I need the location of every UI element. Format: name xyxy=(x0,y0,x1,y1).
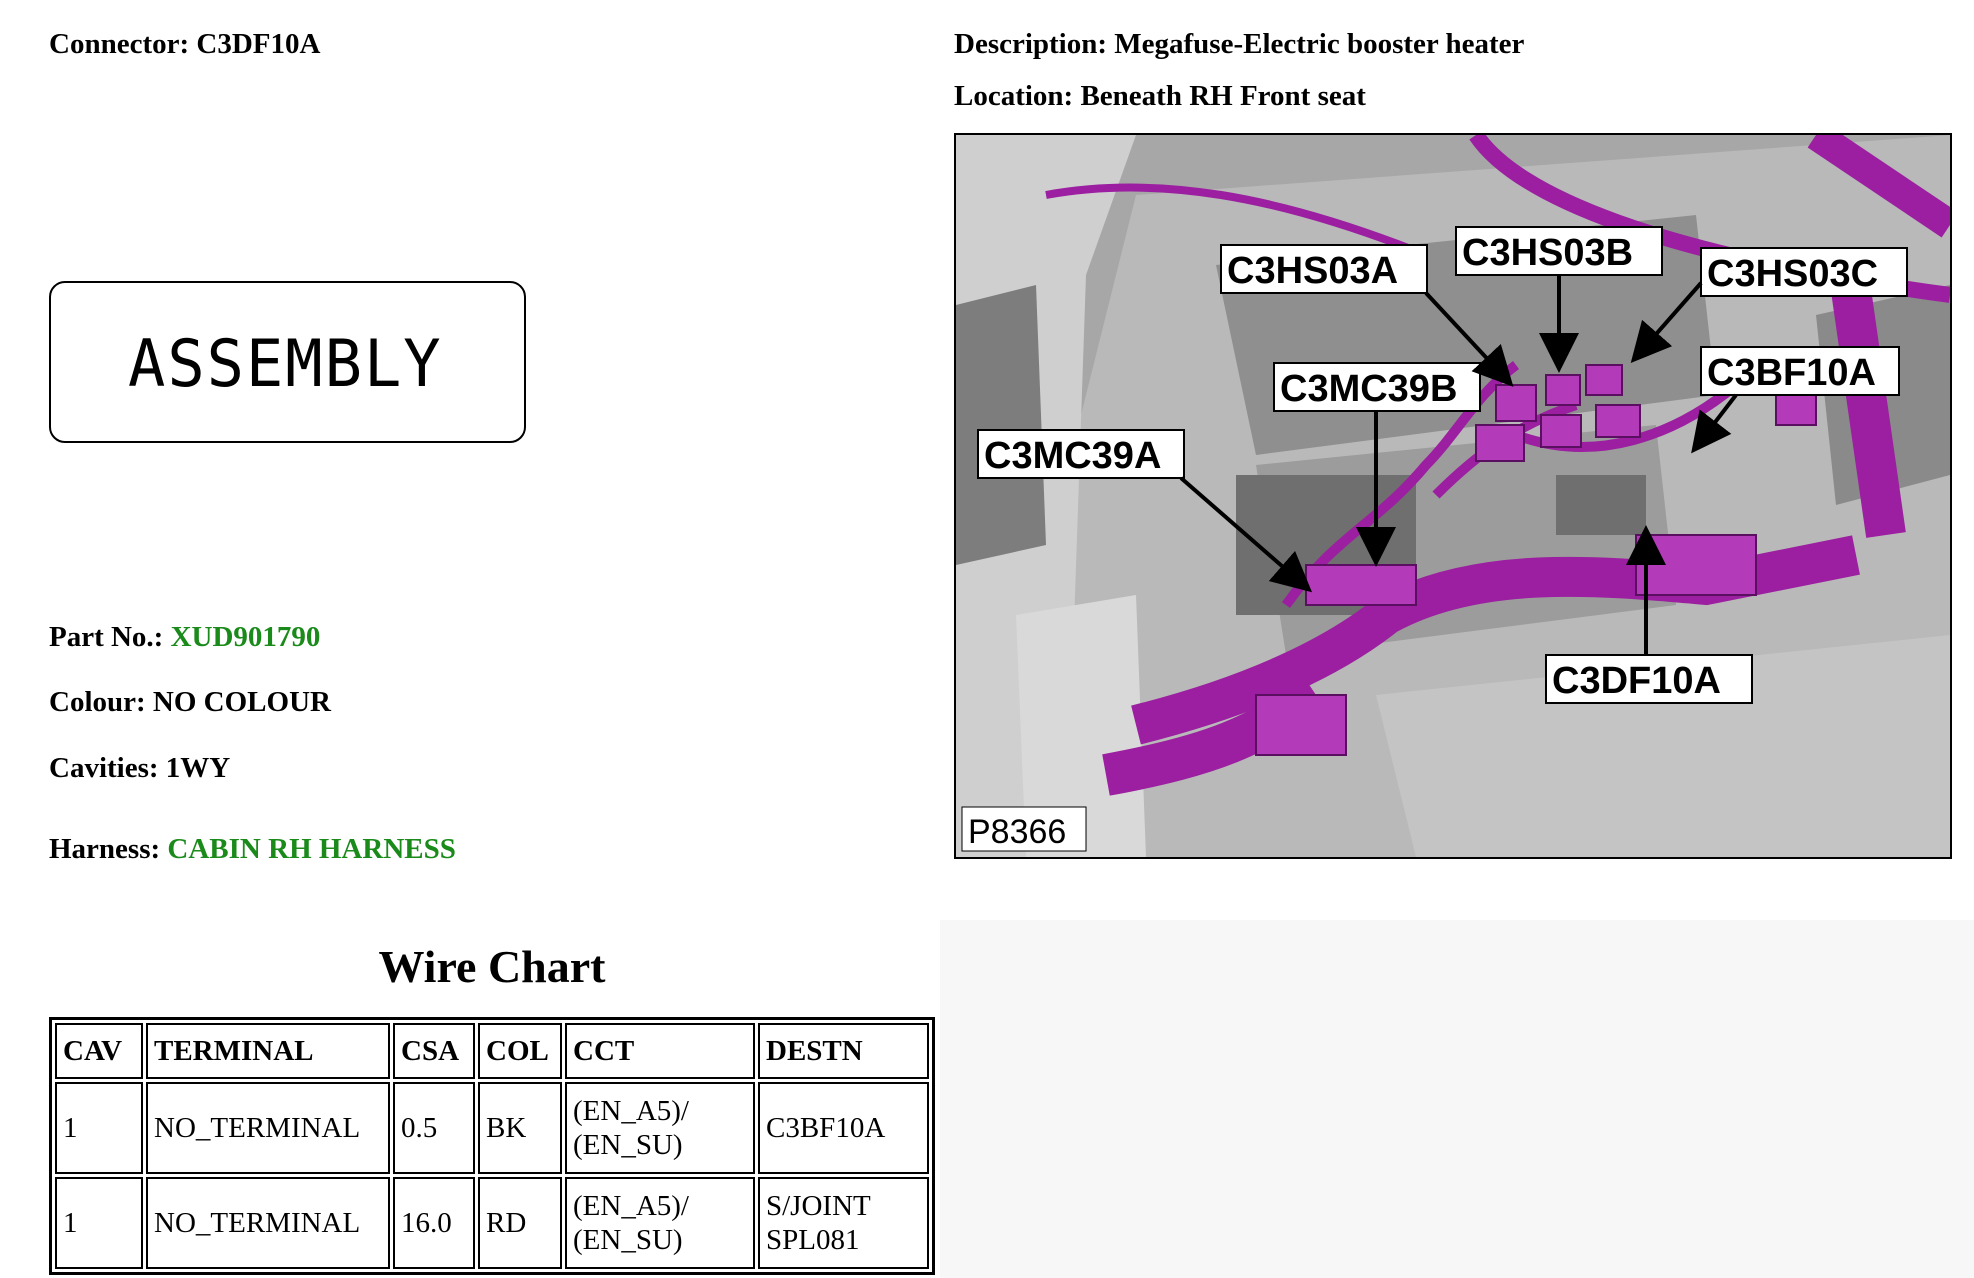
harness-label: Harness: xyxy=(49,833,161,865)
wire-chart-title: Wire Chart xyxy=(378,941,606,992)
table-row: 1 NO_TERMINAL 16.0 RD (EN_A5)/(EN_SU) S/… xyxy=(55,1177,929,1269)
connector-value: C3DF10A xyxy=(196,28,321,60)
callout-c3hs03c: C3HS03C xyxy=(1707,253,1878,295)
destn-line-1: C3BF10A xyxy=(766,1112,886,1144)
harness-line: Harness: CABIN RH HARNESS xyxy=(49,833,456,866)
description-line: Description: Megafuse-Electric booster h… xyxy=(954,28,1524,61)
part-no-label: Part No.: xyxy=(49,621,164,653)
cell-cct: (EN_A5)/(EN_SU) xyxy=(565,1177,755,1269)
cell-col: RD xyxy=(478,1177,562,1269)
assembly-image: ASSEMBLY xyxy=(49,281,526,443)
callout-c3df10a: C3DF10A xyxy=(1552,660,1721,702)
cavities-label: Cavities: xyxy=(49,752,159,784)
cct-line-1: (EN_A5)/ xyxy=(573,1095,689,1127)
wire-chart-header-row: CAV TERMINAL CSA COL CCT DESTN xyxy=(55,1023,929,1079)
header-terminal: TERMINAL xyxy=(146,1023,390,1079)
cct-line-1: (EN_A5)/ xyxy=(573,1190,689,1222)
description-value: Megafuse-Electric booster heater xyxy=(1114,28,1525,60)
cell-terminal: NO_TERMINAL xyxy=(146,1177,390,1269)
location-value: Beneath RH Front seat xyxy=(1080,80,1366,112)
part-no-line: Part No.: XUD901790 xyxy=(49,621,320,654)
connector-label: Connector: xyxy=(49,28,190,60)
destn-line-1: S/JOINT xyxy=(766,1190,871,1222)
cell-terminal: NO_TERMINAL xyxy=(146,1082,390,1174)
location-label: Location: xyxy=(954,80,1074,112)
header-csa: CSA xyxy=(393,1023,475,1079)
callout-c3hs03b: C3HS03B xyxy=(1462,232,1633,274)
cell-col: BK xyxy=(478,1082,562,1174)
location-photo: C3HS03A C3HS03B C3HS03C C3MC39B C3BF10A … xyxy=(954,133,1952,859)
cct-line-2: (EN_SU) xyxy=(573,1224,683,1256)
cell-cav: 1 xyxy=(55,1082,143,1174)
cell-cav: 1 xyxy=(55,1177,143,1269)
header-col: COL xyxy=(478,1023,562,1079)
location-line: Location: Beneath RH Front seat xyxy=(954,80,1366,113)
destn-line-2: SPL081 xyxy=(766,1224,860,1256)
table-row: 1 NO_TERMINAL 0.5 BK (EN_A5)/(EN_SU) C3B… xyxy=(55,1082,929,1174)
cell-destn: C3BF10A xyxy=(758,1082,929,1174)
colour-line: Colour: NO COLOUR xyxy=(49,686,331,719)
part-no-link[interactable]: XUD901790 xyxy=(170,621,321,653)
cell-csa: 16.0 xyxy=(393,1177,475,1269)
callout-c3hs03a: C3HS03A xyxy=(1227,250,1398,292)
header-cct: CCT xyxy=(565,1023,755,1079)
empty-panel xyxy=(940,920,1974,1278)
image-reference: P8366 xyxy=(968,813,1066,851)
callout-c3bf10a: C3BF10A xyxy=(1707,352,1876,394)
cell-csa: 0.5 xyxy=(393,1082,475,1174)
header-destn: DESTN xyxy=(758,1023,929,1079)
harness-link[interactable]: CABIN RH HARNESS xyxy=(167,833,456,865)
cavities-value: 1WY xyxy=(165,752,231,784)
connector-line: Connector: C3DF10A xyxy=(49,28,320,61)
assembly-text: ASSEMBLY xyxy=(128,325,443,402)
wire-chart-table: CAV TERMINAL CSA COL CCT DESTN 1 NO_TERM… xyxy=(49,1017,935,1275)
cct-line-2: (EN_SU) xyxy=(573,1129,683,1161)
description-label: Description: xyxy=(954,28,1108,60)
cell-cct: (EN_A5)/(EN_SU) xyxy=(565,1082,755,1174)
header-cav: CAV xyxy=(55,1023,143,1079)
cavities-line: Cavities: 1WY xyxy=(49,752,230,785)
colour-label: Colour: xyxy=(49,686,146,718)
callout-c3mc39a: C3MC39A xyxy=(984,435,1161,477)
callout-c3mc39b: C3MC39B xyxy=(1280,368,1457,410)
colour-value: NO COLOUR xyxy=(152,686,331,718)
